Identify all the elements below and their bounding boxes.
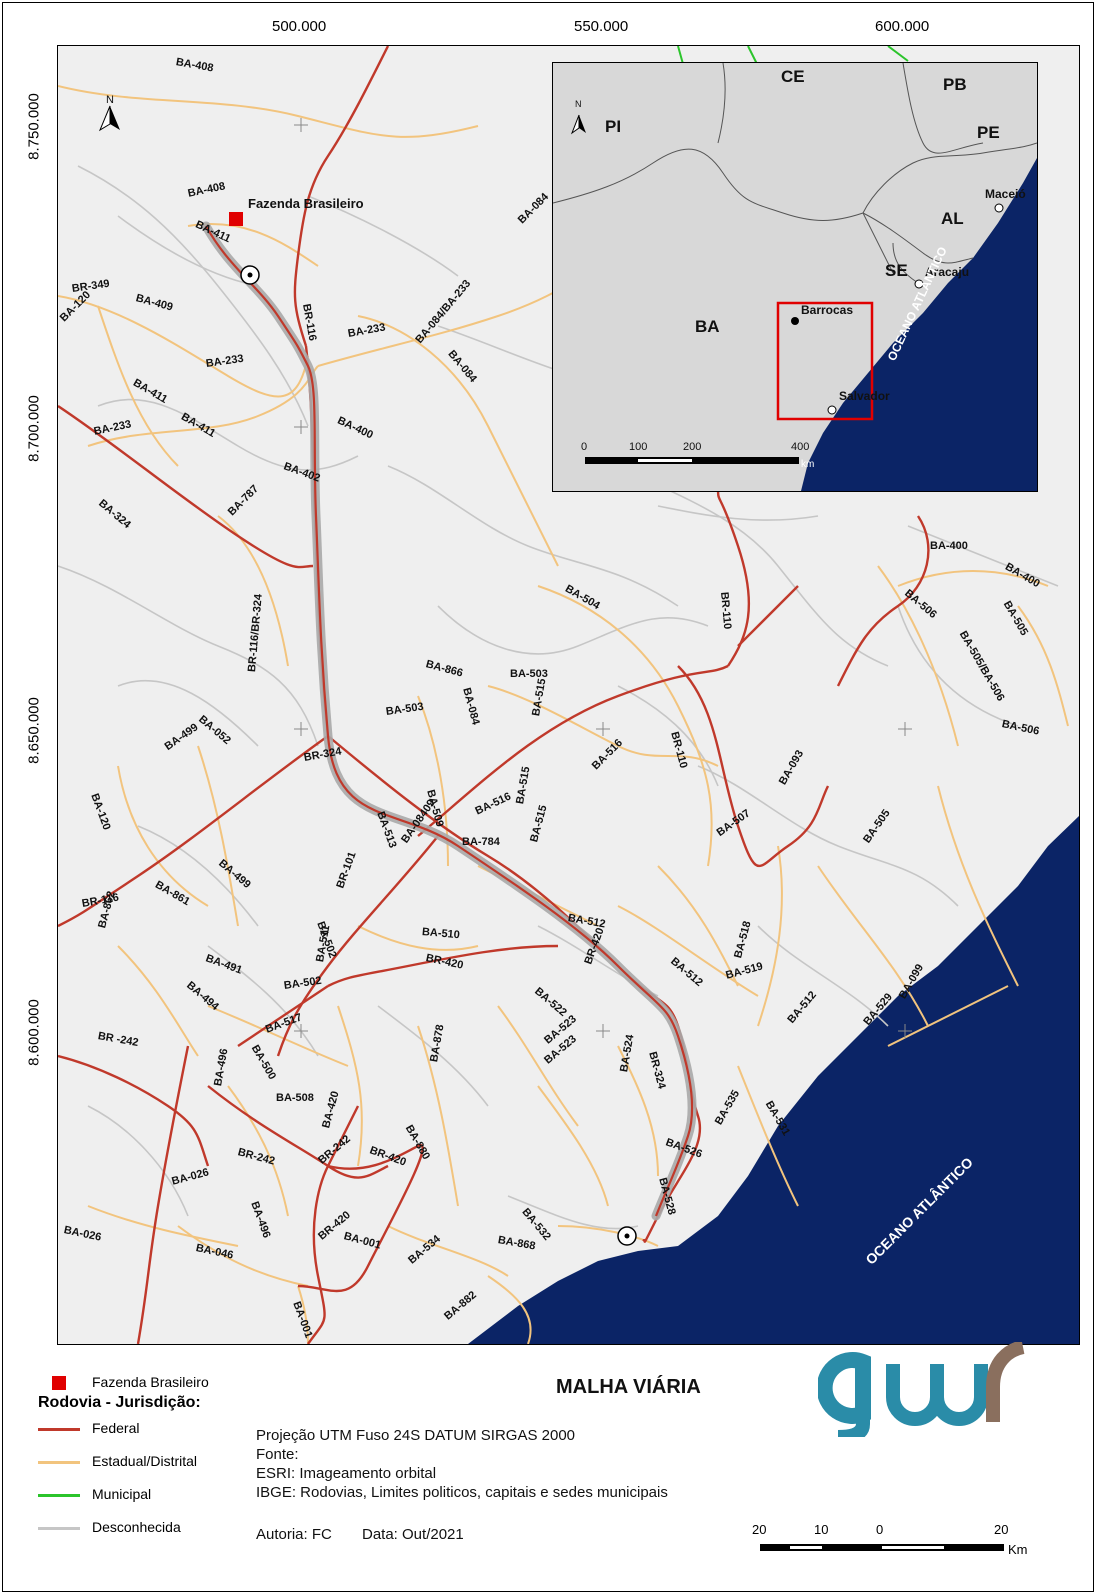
barrocas-extent-box [776,301,874,421]
federal-roads [58,46,930,1344]
date-text: Data: Out/2021 [362,1526,464,1543]
inset-state-pb: PB [943,75,967,94]
source-ibge: IBGE: Rodovias, Limites politicos, capit… [256,1484,668,1501]
site-label: Fazenda Brasileiro [248,196,364,211]
legend-state-line [38,1461,80,1464]
legend-municipal-label: Municipal [92,1486,152,1502]
legend-site-label: Fazenda Brasileiro [92,1374,209,1390]
legend-unknown-label: Desconhecida [92,1519,181,1535]
source-heading: Fonte: [256,1446,299,1463]
inset-land [553,63,1037,491]
inset-state-ce: CE [781,67,805,86]
scale-tick-20-right: 20 [994,1522,1009,1537]
unknown-roads [58,165,1059,1230]
road-label: BA-784 [462,836,500,848]
north-label: N [106,94,114,106]
salvador-point [827,405,837,415]
inset-scale-tick: 200 [683,441,702,453]
legend-state-label: Estadual/Distrital [92,1453,198,1469]
barrocas-point [791,317,799,325]
inset-city-maceio: Maceió [985,187,1026,201]
legend-federal-line [38,1428,80,1431]
source-esri: ESRI: Imageamento orbital [256,1465,437,1482]
road-map[interactable]: N Fazenda Brasileiro OCEANO ATLÂNTICO BA… [57,45,1080,1345]
scale-tick-20-left: 20 [752,1522,767,1537]
legend-site-swatch [52,1376,66,1390]
inset-state-ba: BA [695,317,720,336]
inset-north-arrow-icon [570,114,586,135]
maceio-point [994,203,1004,213]
company-logo [818,1342,1025,1437]
route-highlight [201,221,697,1221]
coord-left-8600000: 8.600.000 [25,999,43,1066]
map-title: MALHA VIÁRIA [556,1376,701,1398]
legend-heading: Rodovia - Jurisdição: [38,1394,201,1411]
scale-tick-10: 10 [814,1522,829,1537]
coord-left-8650000: 8.650.000 [25,697,43,764]
author-text: Autoria: FC [256,1526,332,1543]
inset-scale-tick: 100 [629,441,648,453]
coord-top-500000: 500.000 [272,18,327,35]
inset-canvas [553,63,1037,491]
inset-city-salvador: Salvador [839,389,890,403]
north-arrow-icon [98,105,120,132]
inset-state-borders [553,63,1037,284]
inset-locator-map[interactable]: N CE PB PE PI AL SE BA Maceió Aracaju Ba… [552,62,1038,492]
projection-text: Projeção UTM Fuso 24S DATUM SIRGAS 2000 [256,1427,575,1444]
ocean-area [468,816,1079,1344]
state-roads [58,85,1069,1344]
legend-federal-label: Federal [92,1420,140,1436]
legend-municipal-line [38,1494,80,1497]
inset-state-pe: PE [977,123,1000,142]
scale-bar-graphic [760,1544,1004,1551]
scale-tick-0: 0 [876,1522,884,1537]
inset-scale-tick: 0 [581,441,588,453]
coord-top-550000: 550.000 [574,18,629,35]
inset-scale-tick: 400 [791,441,810,453]
aracaju-point [914,279,924,289]
legend-unknown-line [38,1527,80,1530]
inset-state-al: AL [941,209,964,228]
inset-city-barrocas: Barrocas [801,303,854,317]
route-endpoints [240,265,637,1246]
site-marker [229,212,243,226]
road-label: BA-508 [276,1092,314,1104]
road-label: BA-400 [930,540,968,552]
grid-crosses [294,118,912,1038]
scale-bar: 20 10 0 20 Km [752,1520,1048,1580]
inset-state-pi: PI [605,117,622,136]
inset-city-aracaju: Aracaju [925,265,970,279]
road-label: BA-503 [510,668,548,680]
road-map-canvas [58,46,1079,1344]
inset-scale-bar [585,457,799,464]
coord-top-600000: 600.000 [875,18,930,35]
inset-scale-unit: km [801,459,815,470]
scale-unit: Km [1008,1542,1028,1557]
coord-left-8750000: 8.750.000 [25,93,43,160]
inset-north-label: N [575,99,582,109]
inset-state-se: SE [885,261,908,280]
coord-left-8700000: 8.700.000 [25,395,43,462]
